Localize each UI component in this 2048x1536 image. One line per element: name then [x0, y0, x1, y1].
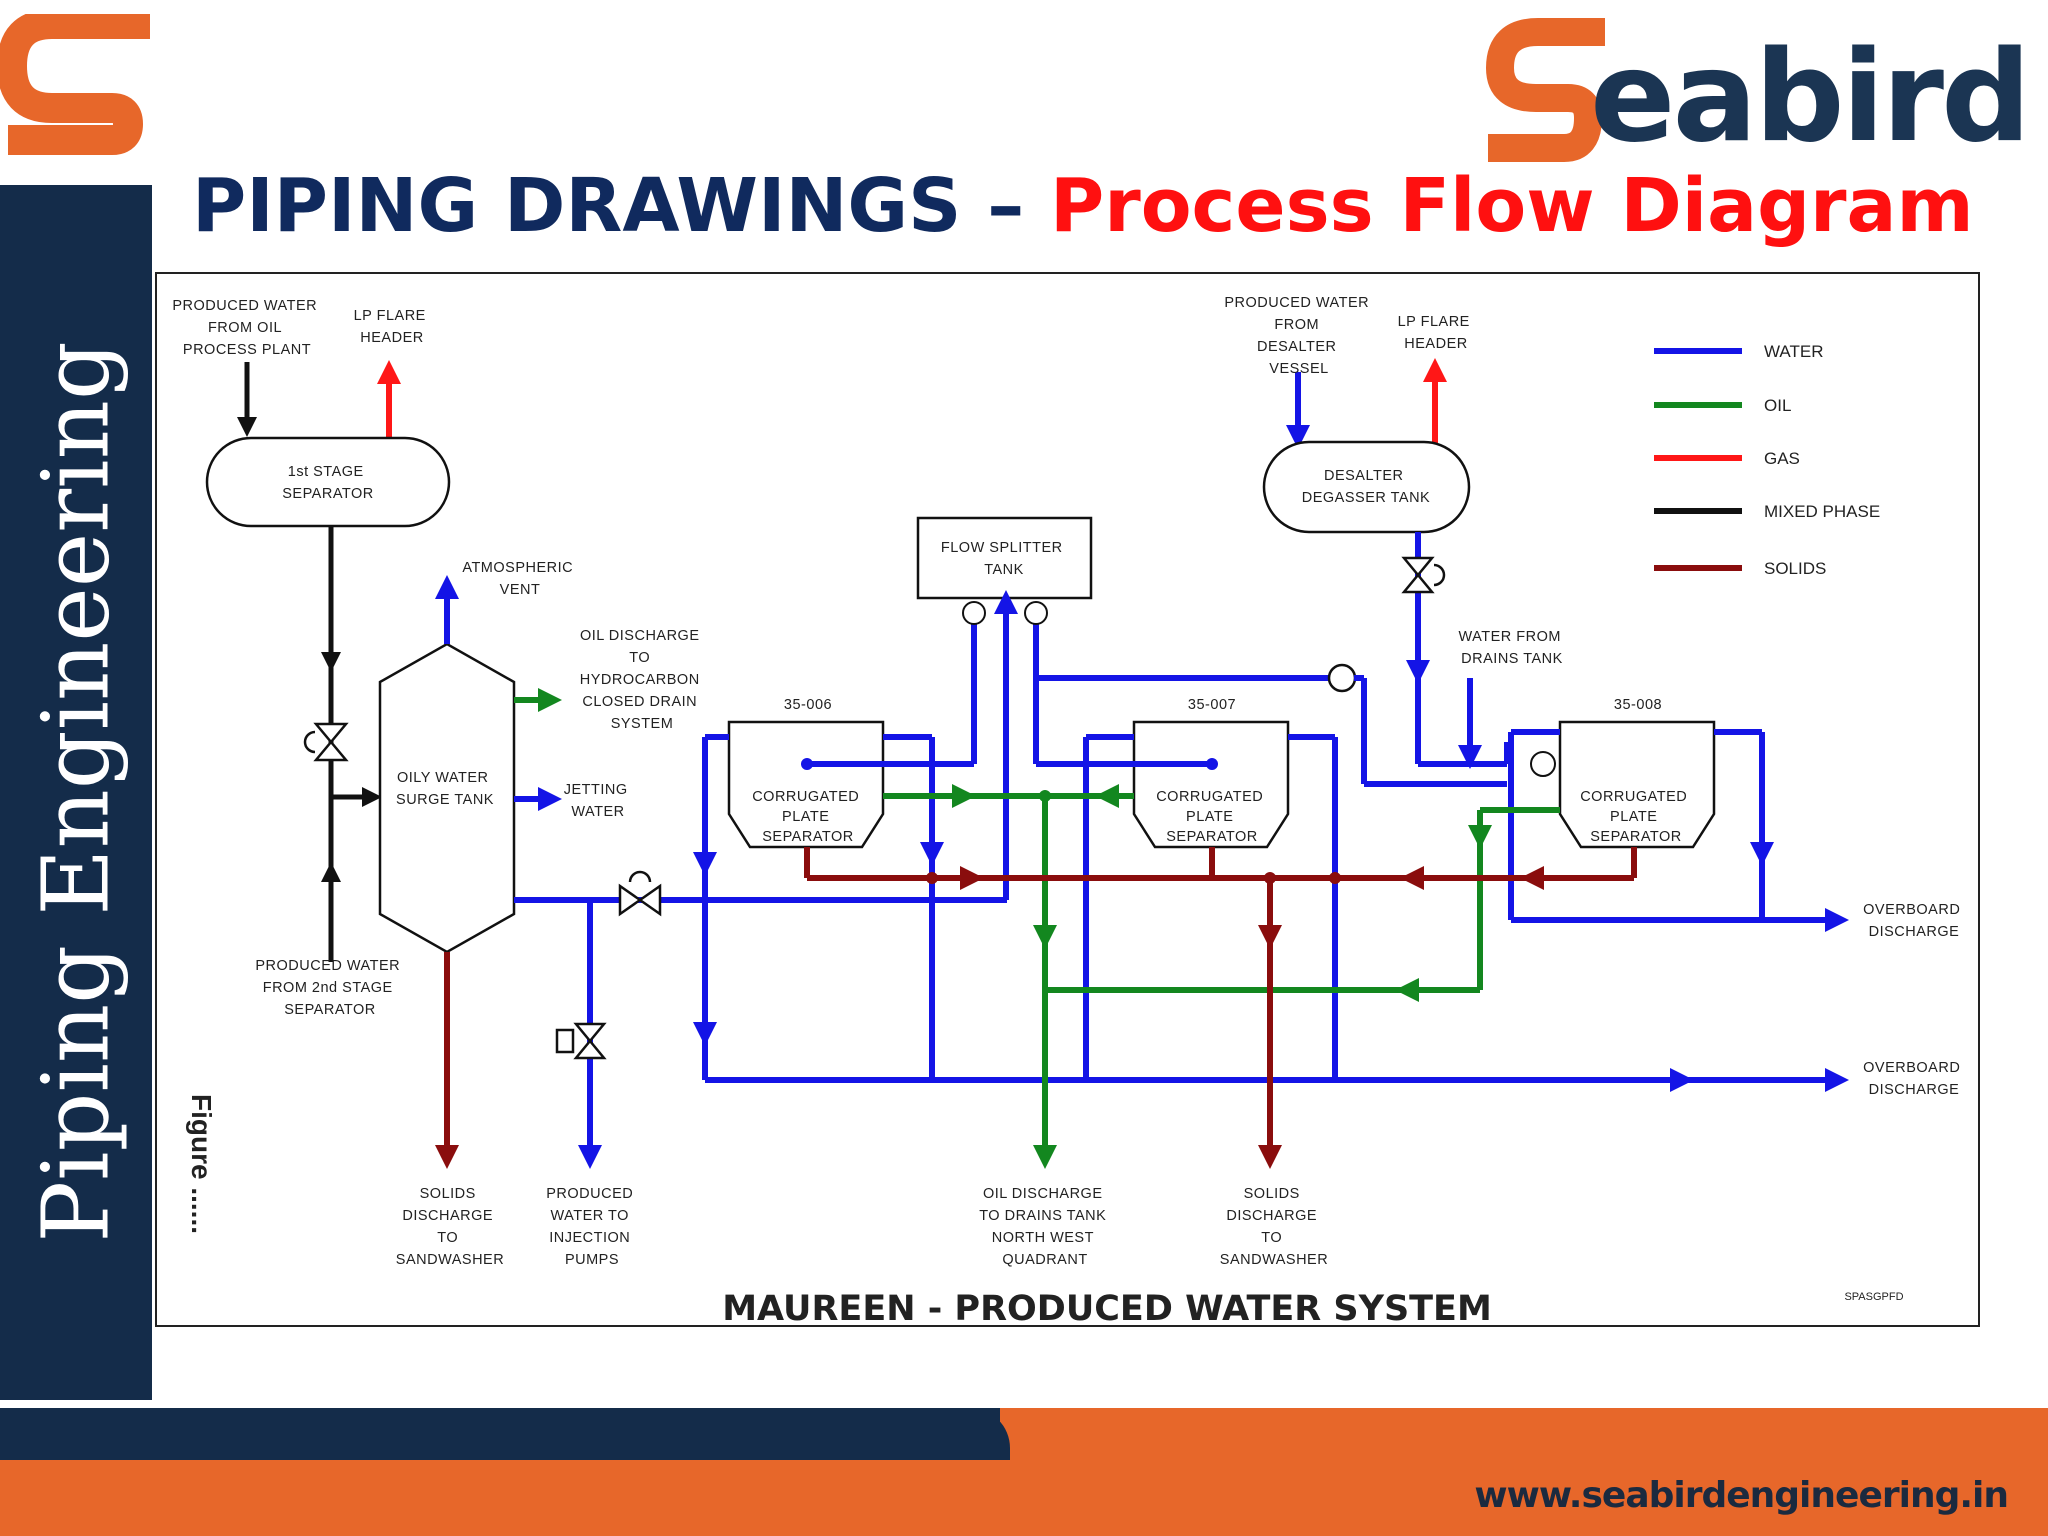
- legend-label-solids: SOLIDS: [1764, 559, 1826, 578]
- label-water-from-drains: WATER FROM DRAINS TANK: [1459, 629, 1566, 667]
- label-produced-water-injection: PRODUCED WATER TO INJECTION PUMPS: [546, 1186, 638, 1268]
- valve-degasser: [1401, 556, 1446, 594]
- label-overboard-discharge-2: OVERBOARD DISCHARGE: [1863, 1060, 1965, 1098]
- desalter-degasser-tank: [1262, 440, 1471, 534]
- legend-label-oil: OIL: [1764, 396, 1791, 415]
- label-cps-3: CORRUGATED PLATE SEPARATOR: [1580, 789, 1692, 845]
- legend-label-gas: GAS: [1764, 449, 1800, 468]
- label-cps-tag-3: 35-008: [1614, 697, 1662, 713]
- first-stage-separator: [205, 436, 451, 528]
- label-solids-discharge-2: SOLIDS DISCHARGE TO SANDWASHER: [1220, 1186, 1328, 1268]
- label-solids-discharge-1: SOLIDS DISCHARGE TO SANDWASHER: [396, 1186, 504, 1268]
- label-overboard-discharge-1: OVERBOARD DISCHARGE: [1863, 902, 1965, 940]
- side-band: [0, 185, 152, 1400]
- figure-label: Figure ......: [186, 1094, 217, 1234]
- legend: WATER OIL GAS MIXED PHASE SOLIDS: [1654, 342, 1880, 578]
- side-vertical-text: Piping Engineering: [22, 341, 130, 1243]
- footer-band: www.seabirdengineering.in: [0, 1408, 2048, 1536]
- label-produced-water-oil-plant: PRODUCED WATER FROM OIL PROCESS PLANT: [172, 298, 321, 358]
- seabird-s-logo-icon: [1485, 18, 1605, 162]
- label-first-stage-separator: 1st STAGE SEPARATOR: [282, 464, 374, 502]
- process-flow-diagram: WATER OIL GAS MIXED PHASE SOLIDS: [155, 272, 1980, 1327]
- cps-35-006: [727, 720, 885, 849]
- label-desalter-degasser-tank: DESALTER DEGASSER TANK: [1302, 468, 1430, 506]
- footer-url[interactable]: www.seabirdengineering.in: [1474, 1475, 2009, 1516]
- diagram-canvas: WATER OIL GAS MIXED PHASE SOLIDS: [172, 295, 1965, 1325]
- label-cps-tag-1: 35-006: [784, 697, 832, 713]
- diagram-title: MAUREEN - PRODUCED WATER SYSTEM: [722, 1289, 1492, 1325]
- title-main: PIPING DRAWINGS: [192, 163, 962, 249]
- brand-name: eabird: [1590, 23, 2031, 170]
- label-flow-splitter-tank: FLOW SPLITTER TANK: [941, 540, 1067, 578]
- legend-label-mixed: MIXED PHASE: [1764, 502, 1880, 521]
- label-cps-2: CORRUGATED PLATE SEPARATOR: [1156, 789, 1268, 845]
- cps-35-007: [1132, 720, 1290, 849]
- valve-mixed-line: [303, 722, 349, 762]
- label-lp-flare-header-1: LP FLARE HEADER: [354, 308, 431, 346]
- label-cps-1: CORRUGATED PLATE SEPARATOR: [752, 789, 864, 845]
- label-produced-water-desalter: PRODUCED WATER FROM DESALTER VESSEL: [1224, 295, 1373, 377]
- valve-surge-outlet: [618, 870, 662, 917]
- title-separator: –: [987, 163, 1025, 249]
- label-cps-tag-2: 35-007: [1188, 697, 1236, 713]
- label-produced-water-2nd-stage: PRODUCED WATER FROM 2nd STAGE SEPARATOR: [255, 958, 404, 1018]
- title-subtitle: Process Flow Diagram: [1049, 163, 1974, 249]
- cps3-inlet-orifice: [1530, 751, 1556, 777]
- page-title: PIPING DRAWINGS – Process Flow Diagram: [192, 158, 1974, 254]
- valve-injection: [555, 1022, 607, 1060]
- label-lp-flare-header-2: LP FLARE HEADER: [1398, 314, 1475, 352]
- flow-splitter-tank: [916, 516, 1093, 600]
- label-oil-discharge-hc-drain: OIL DISCHARGE TO HYDROCARBON CLOSED DRAI…: [580, 628, 704, 732]
- label-oily-water-surge-tank: OILY WATER SURGE TANK: [396, 770, 494, 808]
- label-atmospheric-vent: ATMOSPHERIC VENT: [462, 560, 577, 598]
- splitter-orifice-1: [962, 601, 986, 625]
- splitter-orifice-2: [1024, 601, 1048, 625]
- legend-label-water: WATER: [1764, 342, 1824, 361]
- flow-meter: [1327, 663, 1357, 693]
- drawing-ref: SPASGPFD: [1844, 1291, 1903, 1303]
- label-oil-discharge-drains: OIL DISCHARGE TO DRAINS TANK NORTH WEST …: [979, 1186, 1111, 1268]
- seabird-logo-icon: [0, 14, 150, 155]
- cps-35-008: [1558, 720, 1716, 849]
- label-jetting-water: JETTING WATER: [564, 782, 632, 820]
